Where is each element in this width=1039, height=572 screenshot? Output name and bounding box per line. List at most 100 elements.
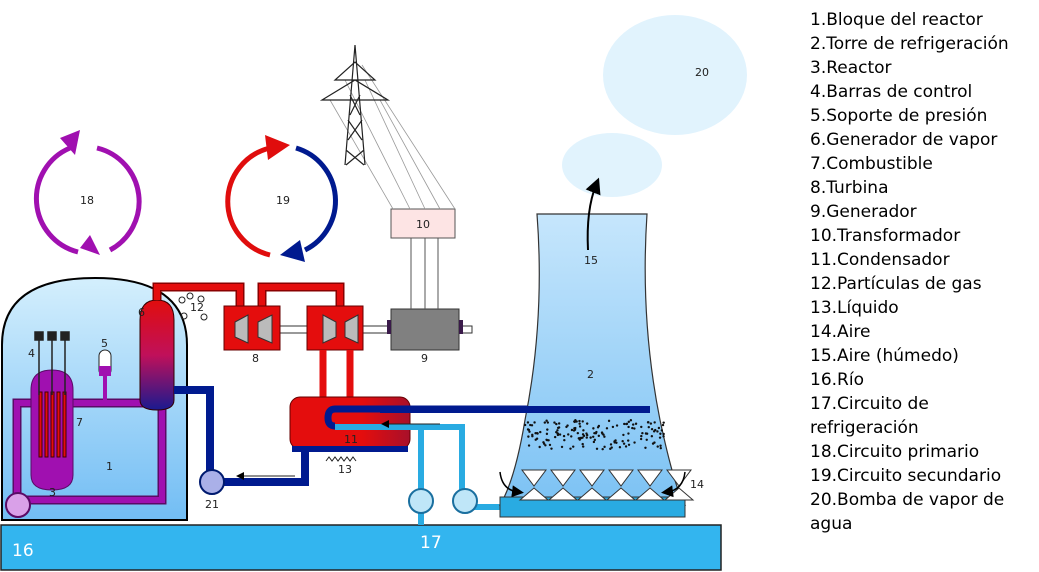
label-6: 6	[138, 306, 145, 319]
droplet	[589, 436, 592, 439]
droplet	[601, 447, 604, 451]
control-rods	[34, 331, 70, 395]
label-14: 14	[690, 478, 704, 491]
droplet	[528, 430, 531, 433]
droplet	[555, 422, 558, 426]
droplet	[659, 446, 662, 450]
legend-item: 1.Bloque del reactor	[810, 10, 983, 30]
droplet	[576, 431, 580, 435]
droplet	[609, 447, 612, 451]
droplet	[662, 421, 665, 424]
droplet	[618, 445, 622, 449]
fill-triangle	[634, 487, 666, 501]
fill-triangle	[579, 469, 605, 487]
droplet	[538, 445, 541, 449]
droplet	[535, 437, 539, 440]
droplet	[562, 434, 566, 438]
droplet	[553, 421, 556, 424]
droplet	[581, 442, 584, 446]
droplet	[560, 445, 564, 449]
droplet	[555, 430, 558, 434]
steam-cloud-small	[562, 133, 662, 197]
droplet	[633, 441, 636, 444]
droplet	[627, 443, 631, 446]
legend-item: 7.Combustible	[810, 154, 933, 174]
cooling-return-pipe	[324, 405, 650, 430]
legend-item: 17.Circuito de refrigeración	[810, 394, 929, 438]
feedwater-pipe	[174, 386, 309, 486]
label-2: 2	[587, 368, 594, 381]
droplet	[572, 445, 575, 448]
legend-item: 19.Circuito secundario	[810, 466, 1002, 486]
droplet	[545, 438, 548, 441]
label-15: 15	[584, 254, 598, 267]
label-7: 7	[76, 416, 83, 429]
droplet	[557, 426, 561, 429]
primary-circuit-symbol	[33, 130, 142, 255]
steam-generator	[139, 299, 175, 411]
droplet	[577, 437, 580, 440]
droplet	[582, 429, 585, 432]
droplet	[653, 441, 656, 444]
droplet	[603, 445, 606, 449]
droplet	[526, 421, 530, 424]
droplet	[605, 427, 609, 430]
droplet	[566, 424, 569, 427]
fill-triangle	[518, 487, 550, 501]
droplet	[615, 424, 619, 427]
droplet	[578, 425, 582, 428]
legend-item: 9.Generador	[810, 202, 917, 222]
droplet	[650, 427, 654, 431]
droplet	[627, 425, 630, 429]
secondary-circuit-symbol	[225, 135, 338, 262]
label-4: 4	[28, 347, 35, 360]
droplet	[585, 436, 588, 439]
label-9: 9	[421, 352, 428, 365]
droplet	[659, 444, 662, 447]
feedwater-pump	[199, 469, 225, 495]
droplet	[662, 435, 665, 438]
droplet	[595, 430, 598, 434]
air-inlet-arrow-right	[661, 471, 686, 498]
droplet	[644, 432, 648, 435]
legend-item: 5.Soporte de presión	[810, 106, 988, 126]
droplet	[661, 423, 665, 427]
droplet	[633, 427, 636, 430]
droplet	[563, 438, 566, 442]
droplet	[621, 440, 624, 443]
humid-air-arrow	[585, 177, 601, 251]
droplet	[609, 443, 613, 446]
legend-item: 14.Aire	[810, 322, 871, 342]
droplet	[527, 435, 530, 438]
label-18: 18	[80, 194, 94, 207]
label-20: 20	[695, 66, 709, 79]
droplet	[545, 419, 548, 422]
legend-item: 6.Generador de vapor	[810, 130, 998, 150]
label-12: 12	[190, 301, 204, 314]
droplet	[546, 421, 550, 424]
fill-triangle	[550, 469, 576, 487]
droplet	[567, 433, 570, 436]
fill-triangle	[547, 487, 579, 501]
label-21: 21	[205, 498, 219, 511]
droplet	[653, 421, 656, 424]
label-1: 1	[106, 460, 113, 473]
legend-item: 15.Aire (húmedo)	[810, 346, 959, 366]
cooling-pump-tower	[452, 488, 478, 514]
droplet	[556, 432, 560, 436]
label-17: 17	[420, 533, 442, 553]
droplet	[631, 423, 635, 426]
label-19: 19	[276, 194, 290, 207]
droplet	[652, 430, 656, 433]
primary-pump	[5, 492, 31, 518]
droplet	[597, 434, 601, 438]
droplet	[585, 433, 589, 437]
droplet	[622, 433, 625, 437]
droplet	[592, 440, 596, 444]
droplet	[593, 438, 597, 442]
droplet	[627, 432, 630, 435]
droplet	[553, 435, 557, 439]
droplet	[581, 445, 585, 448]
droplet	[529, 423, 532, 427]
